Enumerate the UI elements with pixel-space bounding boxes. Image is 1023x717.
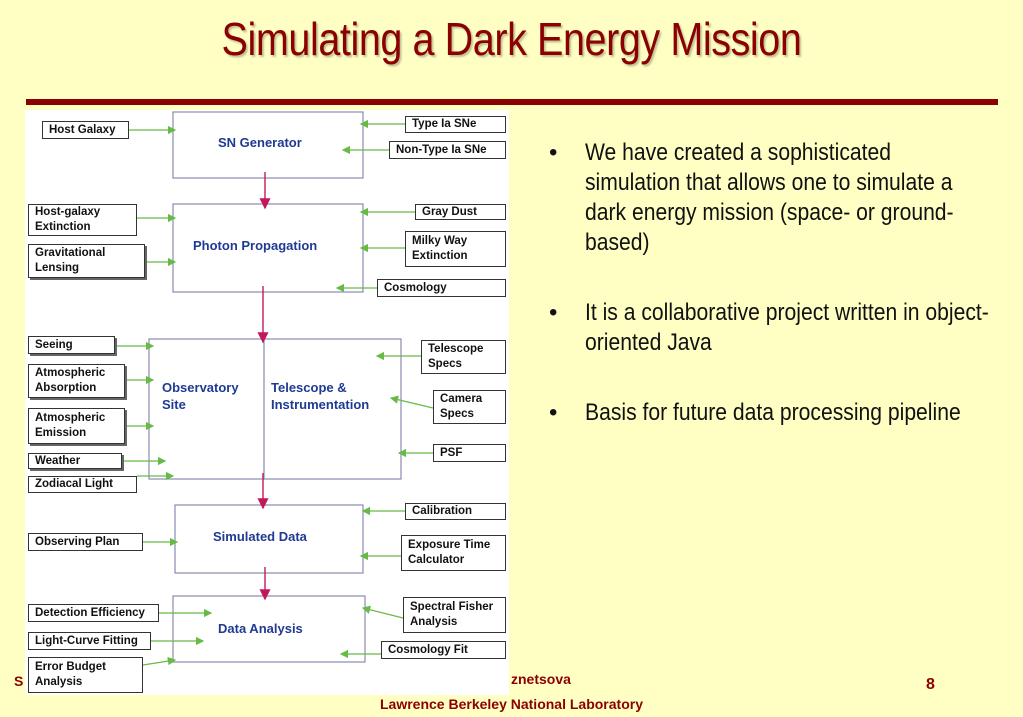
input-calibration: Calibration (405, 503, 506, 520)
bullet-text: It is a collaborative project written in… (585, 299, 989, 356)
input-host-galaxy: Host Galaxy (42, 121, 129, 139)
footer-author-fragment-right: znetsova (511, 671, 571, 687)
bullet-dot: • (549, 399, 558, 426)
stage-data-analysis: Data Analysis (218, 621, 303, 636)
stage-simulated-data: Simulated Data (213, 529, 307, 544)
input-camera-specs: Camera Specs (433, 390, 506, 424)
input-atmospheric-emission: Atmospheric Emission (28, 408, 125, 444)
bullet-text: Basis for future data processing pipelin… (585, 399, 961, 426)
input-telescope-specs: Telescope Specs (421, 340, 506, 374)
input-zodiacal-light: Zodiacal Light (28, 476, 137, 493)
footer-author-fragment-left: S (14, 673, 24, 689)
stage-observatory-site: Observatory Site (162, 380, 239, 412)
stage-telescope-instrumentation: Telescope & Instrumentation (271, 380, 370, 412)
input-atmospheric-absorption: Atmospheric Absorption (28, 364, 125, 398)
input-cosmology: Cosmology (377, 279, 506, 297)
input-gravitational-lensing: Gravitational Lensing (28, 244, 145, 278)
input-weather: Weather (28, 453, 122, 469)
bullet-item: • We have created a sophisticated simula… (545, 138, 985, 258)
slide-title: Simulating a Dark Energy Mission (221, 13, 802, 65)
bullet-dot: • (549, 139, 558, 166)
input-exposure-time-calculator: Exposure Time Calculator (401, 535, 506, 571)
input-host-galaxy-extinction: Host-galaxy Extinction (28, 204, 137, 236)
input-milky-way-extinction: Milky Way Extinction (405, 231, 506, 267)
input-psf: PSF (433, 444, 506, 462)
input-gray-dust: Gray Dust (415, 204, 506, 220)
bullet-item: • Basis for future data processing pipel… (545, 398, 985, 428)
footer-lab-name: Lawrence Berkeley National Laboratory (380, 696, 643, 712)
input-observing-plan: Observing Plan (28, 533, 143, 551)
bullet-list: • We have created a sophisticated simula… (545, 138, 989, 468)
page-number: 8 (926, 676, 935, 693)
input-cosmology-fit: Cosmology Fit (381, 641, 506, 659)
input-seeing: Seeing (28, 336, 115, 354)
diagram-connectors (115, 111, 434, 666)
input-detection-efficiency: Detection Efficiency (28, 604, 159, 622)
simulation-flow-diagram: SN Generator Photon Propagation Observat… (25, 110, 509, 695)
input-light-curve-fitting: Light-Curve Fitting (28, 632, 151, 650)
bullet-text: We have created a sophisticated simulati… (585, 139, 954, 256)
input-non-type-ia-sne: Non-Type Ia SNe (389, 141, 506, 159)
input-type-ia-sne: Type Ia SNe (405, 116, 506, 133)
stage-sn-generator: SN Generator (218, 135, 302, 150)
bullet-item: • It is a collaborative project written … (545, 298, 989, 358)
title-divider (26, 99, 998, 105)
input-spectral-fisher-analysis: Spectral Fisher Analysis (403, 597, 506, 633)
bullet-dot: • (549, 299, 558, 326)
input-error-budget-analysis: Error Budget Analysis (28, 657, 143, 693)
stage-photon-propagation: Photon Propagation (193, 238, 318, 253)
